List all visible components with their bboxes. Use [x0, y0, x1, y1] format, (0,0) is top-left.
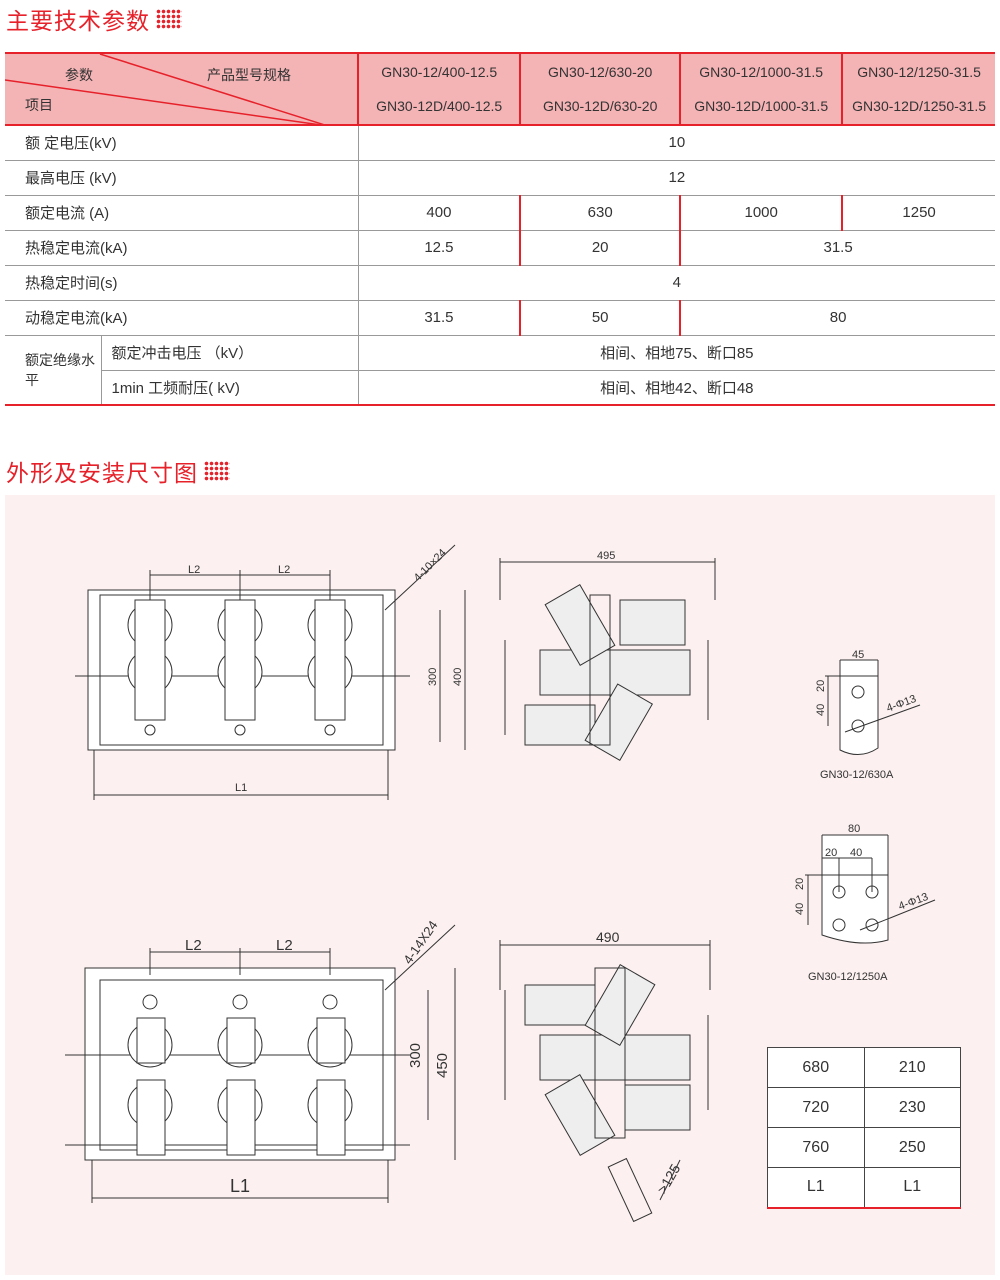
dim-l2-b2: L2: [276, 937, 293, 954]
header-item: 项目: [25, 97, 53, 113]
section-title-dimensions: 外形及安装尺寸图: [6, 454, 230, 488]
table-row: 1min 工频耐压( kV)相间、相地42、断口48: [5, 370, 995, 406]
dim-holes: 4-10×24: [412, 547, 449, 584]
dim-l1: L1: [235, 782, 247, 794]
table-row: 额 定电压(kV)10: [5, 125, 995, 161]
table-row: 额定绝缘水平额定冲击电压 （kV）相间、相地75、断口85: [5, 335, 995, 406]
dots-icon: [204, 461, 230, 481]
dim-20-h: 20: [825, 847, 837, 859]
dim-l2-a2: L2: [185, 937, 202, 954]
detail-630: [825, 659, 921, 755]
front-view-bottom: [65, 924, 456, 1203]
dim-holes-1250: 4-Φ13: [897, 891, 930, 913]
dim-80: 80: [848, 823, 860, 835]
dim-45: 45: [852, 649, 864, 661]
header-param: 参数: [65, 67, 93, 83]
dim-450: 450: [434, 1053, 451, 1078]
dim-l1-2: L1: [230, 1176, 250, 1196]
dim-490: 490: [596, 929, 620, 945]
dim-l2-a: L2: [188, 564, 200, 576]
caption-630: GN30-12/630A: [820, 769, 894, 781]
dim-holes-2: 4-14X24: [400, 918, 440, 967]
dim-20-v: 20: [794, 878, 806, 890]
table-row: 热稳定时间(s)4: [5, 265, 995, 301]
dim-l2-b: L2: [278, 564, 290, 576]
dimension-drawing-area: L2 L2 L1 300 400 4-10×24 495 45 20 40 4-…: [5, 495, 995, 1275]
caption-1250: GN30-12/1250A: [808, 971, 888, 983]
dim-400: 400: [452, 668, 464, 686]
header-diagonal-cell: 参数 产品型号规格 项目: [5, 52, 359, 126]
section-title-specs: 主要技术参数: [6, 2, 182, 36]
detail-1250: [805, 834, 936, 944]
dim-300-2: 300: [407, 1043, 424, 1068]
section-title-text: 主要技术参数: [6, 8, 150, 34]
dots-icon: [156, 9, 182, 29]
dim-40-v: 40: [794, 903, 806, 915]
dim-300: 300: [427, 668, 439, 686]
side-view-bottom: [499, 940, 711, 1223]
header-model-spec: 产品型号规格: [207, 67, 291, 83]
dim-40-h: 40: [850, 847, 862, 859]
front-view-top: [75, 544, 466, 800]
dim-40: 40: [815, 704, 827, 716]
dim-125: >125: [654, 1161, 684, 1196]
dim-20: 20: [815, 680, 827, 692]
table-row: 最高电压 (kV)12: [5, 160, 995, 196]
side-view-top: [499, 558, 716, 761]
dim-495: 495: [597, 550, 615, 562]
section-title-text: 外形及安装尺寸图: [6, 460, 198, 486]
